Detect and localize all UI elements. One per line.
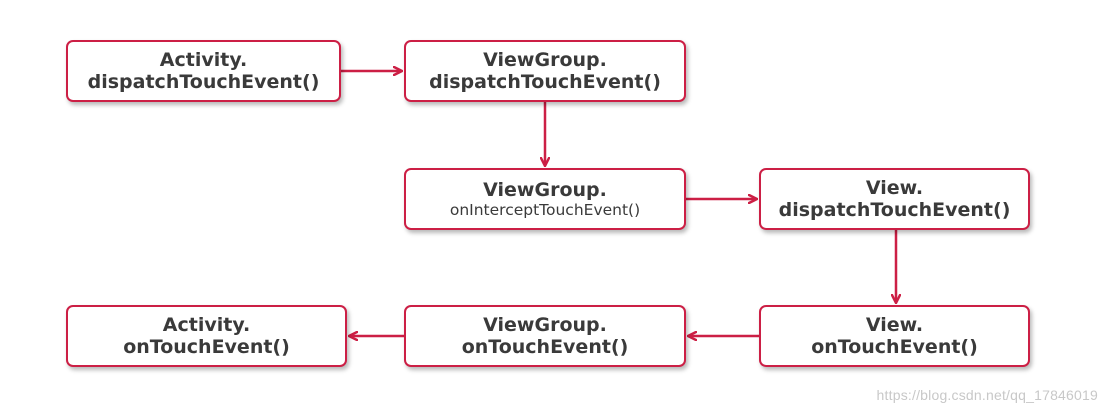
node-method-label: onInterceptTouchEvent() <box>449 201 641 220</box>
node-method-label: onTouchEvent() <box>811 336 978 358</box>
node-viewgroup-on-intercept-touch-event: ViewGroup. onInterceptTouchEvent() <box>404 168 686 230</box>
node-class-label: View. <box>865 313 924 336</box>
node-activity-on-touch-event: Activity. onTouchEvent() <box>66 305 347 367</box>
node-view-on-touch-event: View. onTouchEvent() <box>759 305 1030 367</box>
node-class-label: ViewGroup. <box>483 48 607 71</box>
node-method-label: dispatchTouchEvent() <box>87 71 320 93</box>
node-class-label: View. <box>865 176 924 199</box>
node-class-label: ViewGroup. <box>483 178 607 201</box>
node-activity-dispatch-touch-event: Activity. dispatchTouchEvent() <box>66 40 341 102</box>
node-viewgroup-dispatch-touch-event: ViewGroup. dispatchTouchEvent() <box>404 40 686 102</box>
node-method-label: onTouchEvent() <box>123 336 290 358</box>
node-method-label: dispatchTouchEvent() <box>778 199 1011 221</box>
node-method-label: onTouchEvent() <box>461 336 629 358</box>
node-class-label: Activity. <box>162 313 251 336</box>
watermark: https://blog.csdn.net/qq_17846019 <box>876 387 1098 403</box>
node-view-dispatch-touch-event: View. dispatchTouchEvent() <box>759 168 1030 230</box>
node-class-label: ViewGroup. <box>483 313 607 336</box>
node-method-label: dispatchTouchEvent() <box>429 71 661 93</box>
node-class-label: Activity. <box>159 48 248 71</box>
node-viewgroup-on-touch-event: ViewGroup. onTouchEvent() <box>404 305 686 367</box>
